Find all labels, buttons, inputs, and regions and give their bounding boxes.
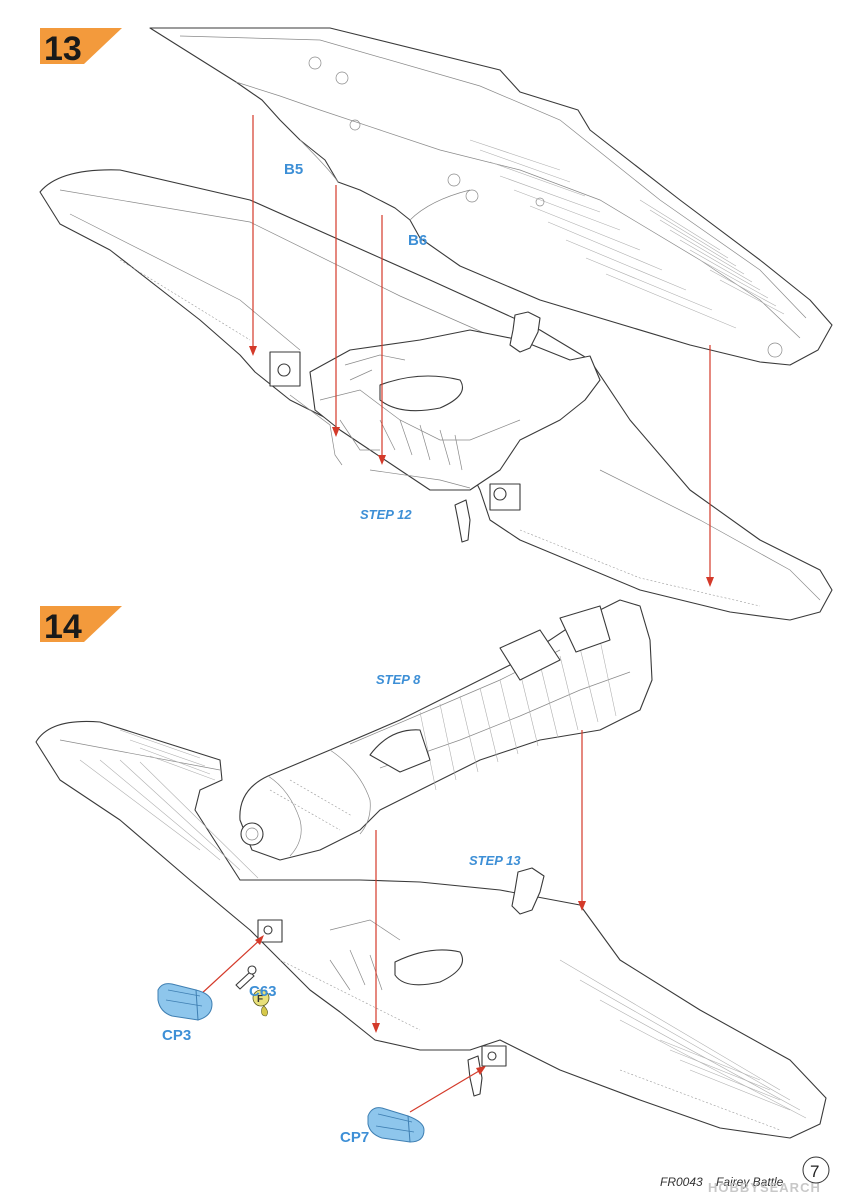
- material-code: F: [257, 994, 263, 1005]
- step-number: 13: [44, 30, 82, 68]
- part-label-cp7: CP7: [340, 1129, 369, 1146]
- material-badge: F: [252, 989, 270, 1017]
- assembly-arrows-13: [249, 115, 714, 587]
- part-label-b5: B5: [284, 161, 303, 178]
- arrow-head: [706, 577, 714, 587]
- watermark: HOBBYSEARCH: [708, 1180, 821, 1195]
- product-code: FR0043: [660, 1175, 703, 1189]
- material-badge-drop: [261, 1005, 268, 1017]
- arrow-head: [578, 901, 586, 911]
- part-label-b6: B6: [408, 232, 427, 249]
- arrow-head: [476, 1066, 486, 1075]
- material-badge-circle: [252, 989, 270, 1007]
- arrow-head: [332, 427, 340, 437]
- step-badge-14: 14: [40, 606, 122, 646]
- wing-assembly: [35, 720, 827, 1139]
- upper-wing-piece: [149, 27, 833, 366]
- part-label-cp3: CP3: [162, 1027, 191, 1044]
- step-14: 14: [35, 599, 827, 1146]
- part-label-c63: C63: [249, 983, 277, 1000]
- step-reference-label-b: STEP 13: [469, 853, 521, 868]
- step-13: 13: [39, 27, 833, 621]
- step-reference-label-a: STEP 8: [376, 672, 421, 687]
- page-number: 7: [810, 1162, 819, 1181]
- step-badge-13: 13: [40, 28, 122, 68]
- part-c63: [235, 965, 257, 990]
- part-cp3: [157, 983, 213, 1021]
- step-badge-shape: [40, 606, 122, 642]
- fuselage: [239, 599, 653, 861]
- assembly-arrows-14: [199, 730, 586, 1113]
- arrow-head: [378, 455, 386, 465]
- page-number-circle: [802, 1156, 830, 1184]
- step-badge-shape: [40, 28, 122, 64]
- step-number: 14: [44, 608, 82, 646]
- step-reference-label: STEP 12: [360, 507, 412, 522]
- arrow-head: [249, 346, 257, 356]
- product-name: Fairey Battle: [716, 1175, 784, 1189]
- arrow-head: [372, 1023, 380, 1033]
- part-cp7: [367, 1107, 425, 1143]
- arrow-head: [255, 935, 264, 945]
- page-footer: FR0043 Fairey Battle HOBBYSEARCH 7: [660, 1156, 830, 1195]
